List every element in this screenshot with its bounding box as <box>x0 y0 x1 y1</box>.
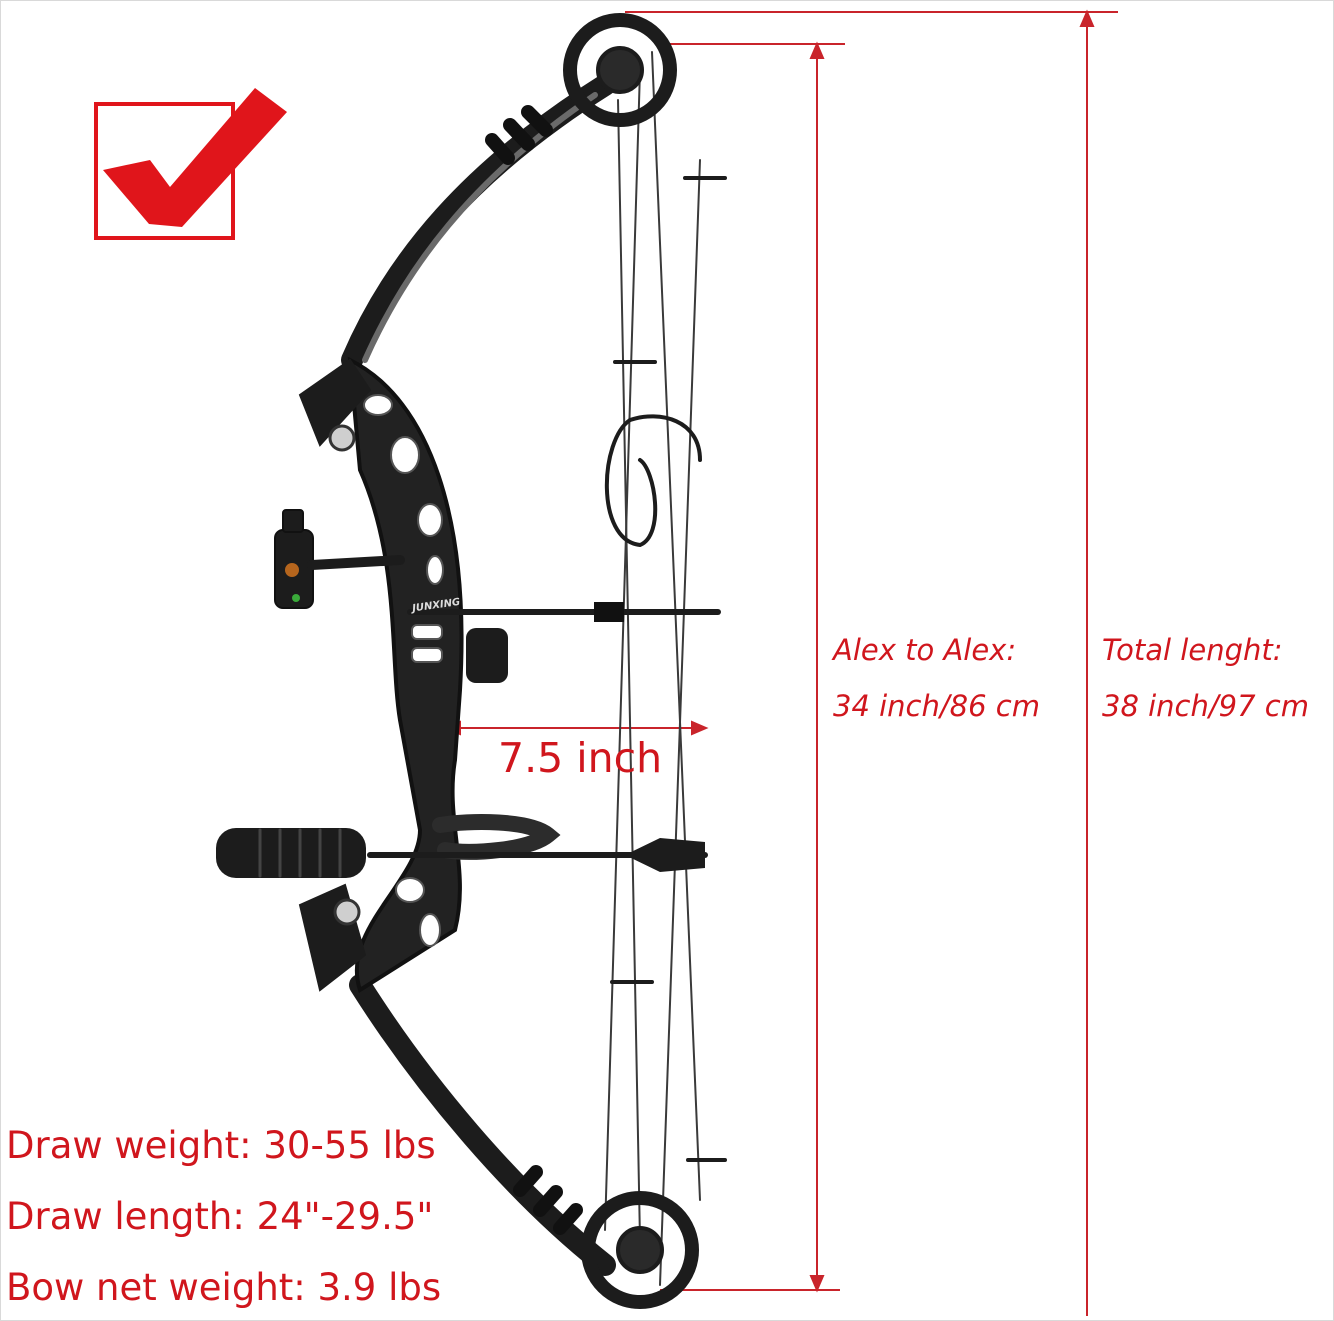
total-length-label: Total lenght: <box>1102 633 1283 667</box>
compound-bow-icon: JUNXING <box>216 13 727 1309</box>
checkmark-icon <box>94 88 287 240</box>
stabilizer-icon <box>216 828 366 878</box>
bow-sight-icon <box>274 509 405 609</box>
spec-draw-weight: Draw weight: 30-55 lbs <box>6 1124 436 1167</box>
spec-bow-net-weight: Bow net weight: 3.9 lbs <box>6 1266 442 1309</box>
brace-height-label: 7.5 inch <box>498 734 663 782</box>
axle-to-axle-label: Alex to Alex: <box>833 633 1017 667</box>
bow-strings <box>604 51 701 1286</box>
total-length-dimension-line <box>625 9 1118 1316</box>
brace-height-dimension-line <box>443 720 709 736</box>
axle-to-axle-dimension-line <box>660 41 845 1293</box>
axle-to-axle-value: 34 inch/86 cm <box>833 689 1040 723</box>
total-length-value: 38 inch/97 cm <box>1102 689 1309 723</box>
spec-draw-length: Draw length: 24"-29.5" <box>6 1195 434 1238</box>
